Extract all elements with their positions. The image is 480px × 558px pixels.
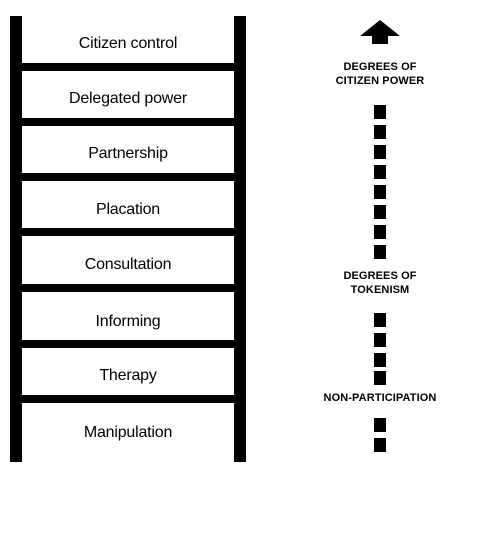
scale-dash xyxy=(374,245,386,259)
scale-dash xyxy=(374,225,386,239)
rung-divider xyxy=(22,118,234,126)
rung-label-placation: Placation xyxy=(95,201,161,218)
scale-dash xyxy=(374,333,386,347)
band-label-line: DEGREES OF xyxy=(343,61,417,73)
scale-dash xyxy=(374,185,386,199)
rung-divider xyxy=(22,173,234,181)
rung-divider xyxy=(22,228,234,236)
rung-label-partnership: Partnership xyxy=(88,145,168,162)
scale-dash xyxy=(374,418,386,432)
ladder-left-rail xyxy=(10,16,22,462)
scale-dash xyxy=(374,371,386,385)
up-arrow-head xyxy=(360,20,400,36)
ladder-right-rail xyxy=(234,16,246,462)
scale-dash xyxy=(374,353,386,367)
scale-dash xyxy=(374,165,386,179)
rung-label-therapy: Therapy xyxy=(99,367,157,384)
rung-label-consultation: Consultation xyxy=(84,256,172,273)
rung-label-delegated-power: Delegated power xyxy=(69,90,187,107)
band-label-line: TOKENISM xyxy=(350,284,410,296)
rung-label-informing: Informing xyxy=(95,313,161,330)
rung-label-citizen-control: Citizen control xyxy=(78,35,178,52)
scale-dash xyxy=(374,125,386,139)
scale-dash xyxy=(374,145,386,159)
ladder: Citizen control Delegated power Partners… xyxy=(10,16,246,462)
scale-dash xyxy=(374,438,386,452)
band-label-line: NON-PARTICIPATION xyxy=(323,392,437,404)
rung-divider xyxy=(22,284,234,292)
rung-divider xyxy=(22,63,234,71)
participation-scale: DEGREES OF CITIZEN POWER DEGREES OF TOKE… xyxy=(280,0,480,558)
band-label-line: DEGREES OF xyxy=(343,270,417,282)
band-label-line: CITIZEN POWER xyxy=(335,75,425,87)
rung-label-manipulation: Manipulation xyxy=(83,424,173,441)
scale-dash xyxy=(374,105,386,119)
scale-dash xyxy=(374,313,386,327)
scale-dash xyxy=(374,205,386,219)
band-label-citizen-power: DEGREES OF CITIZEN POWER xyxy=(280,60,480,88)
rung-divider xyxy=(22,395,234,403)
band-label-non-participation: NON-PARTICIPATION xyxy=(280,391,480,405)
band-label-tokenism: DEGREES OF TOKENISM xyxy=(280,269,480,297)
rung-divider xyxy=(22,340,234,348)
up-arrow-shaft xyxy=(372,36,388,44)
